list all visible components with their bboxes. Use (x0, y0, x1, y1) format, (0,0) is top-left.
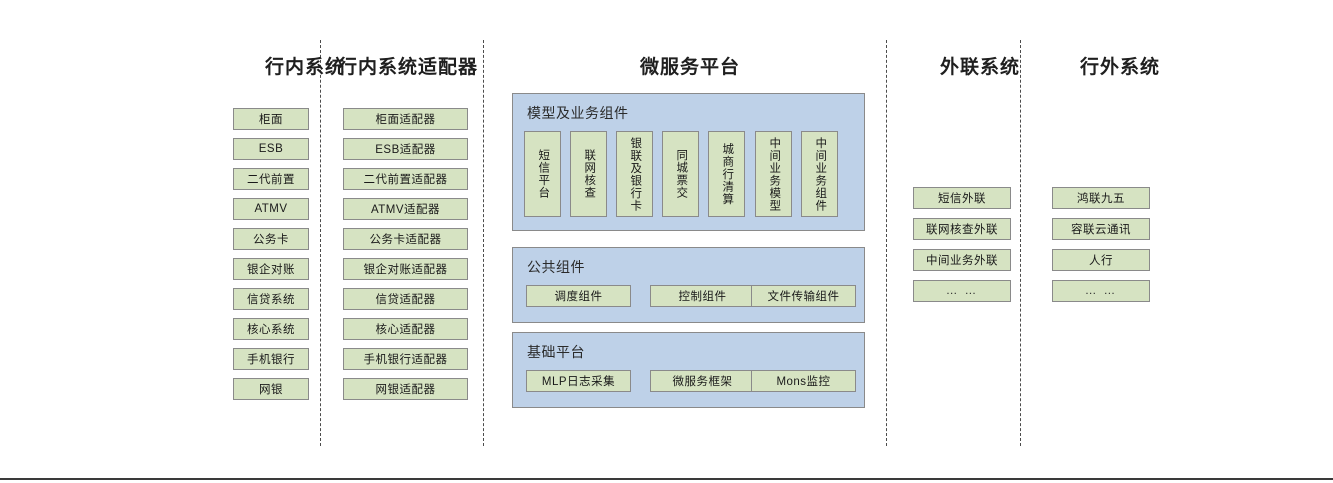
node-external-liaison-3[interactable]: 中间业务外联 (913, 249, 1011, 271)
node-label: 中间业务模型 (768, 136, 781, 212)
bottom-rule (0, 478, 1333, 480)
node-external-liaison-1[interactable]: 短信外联 (913, 187, 1011, 209)
node-bank-internal-adapter-1[interactable]: 柜面适配器 (343, 108, 468, 130)
node-label: 中间业务组件 (814, 136, 827, 212)
node-outside-bank-4[interactable]: … … (1052, 280, 1150, 302)
node-bank-internal-8[interactable]: 核心系统 (233, 318, 309, 340)
node-model-business-components-6[interactable]: 中间业务模型 (755, 131, 792, 217)
node-base-platform-3[interactable]: Mons监控 (751, 370, 856, 392)
node-bank-internal-1[interactable]: 柜面 (233, 108, 309, 130)
node-outside-bank-2[interactable]: 容联云通讯 (1052, 218, 1150, 240)
node-base-platform-1[interactable]: MLP日志采集 (526, 370, 631, 392)
column-title-outside-bank: 行外系统 (1079, 57, 1160, 78)
node-model-business-components-5[interactable]: 城商行清算 (708, 131, 745, 217)
node-bank-internal-adapter-5[interactable]: 公务卡适配器 (343, 228, 468, 250)
node-bank-internal-adapter-6[interactable]: 银企对账适配器 (343, 258, 468, 280)
node-base-platform-2[interactable]: 微服务框架 (650, 370, 755, 392)
panel-title-public-components: 公共组件 (527, 259, 585, 275)
panel-title-base-platform: 基础平台 (527, 344, 585, 360)
node-bank-internal-adapter-4[interactable]: ATMV适配器 (343, 198, 468, 220)
column-divider-3 (886, 40, 887, 446)
node-model-business-components-4[interactable]: 同城票交 (662, 131, 699, 217)
node-bank-internal-9[interactable]: 手机银行 (233, 348, 309, 370)
node-bank-internal-5[interactable]: 公务卡 (233, 228, 309, 250)
node-label: 城商行清算 (721, 142, 734, 206)
node-label: 银联及银行卡 (629, 136, 642, 212)
node-label: 短信平台 (537, 149, 550, 199)
node-external-liaison-4[interactable]: … … (913, 280, 1011, 302)
column-title-microservice: 微服务平台 (639, 57, 740, 78)
node-bank-internal-10[interactable]: 网银 (233, 378, 309, 400)
panel-title-model-business-components: 模型及业务组件 (527, 105, 629, 121)
node-outside-bank-3[interactable]: 人行 (1052, 249, 1150, 271)
node-bank-internal-2[interactable]: ESB (233, 138, 309, 160)
node-bank-internal-adapter-7[interactable]: 信贷适配器 (343, 288, 468, 310)
column-title-bank-internal-adapter: 行内系统适配器 (337, 57, 478, 78)
node-bank-internal-adapter-3[interactable]: 二代前置适配器 (343, 168, 468, 190)
node-bank-internal-6[interactable]: 银企对账 (233, 258, 309, 280)
node-model-business-components-7[interactable]: 中间业务组件 (801, 131, 838, 217)
column-title-bank-internal: 行内系统 (264, 57, 345, 78)
column-divider-4 (1020, 40, 1021, 446)
node-bank-internal-adapter-2[interactable]: ESB适配器 (343, 138, 468, 160)
column-divider-2 (483, 40, 484, 446)
node-model-business-components-1[interactable]: 短信平台 (524, 131, 561, 217)
node-public-components-3[interactable]: 文件传输组件 (751, 285, 856, 307)
node-bank-internal-adapter-10[interactable]: 网银适配器 (343, 378, 468, 400)
node-model-business-components-2[interactable]: 联网核查 (570, 131, 607, 217)
node-public-components-1[interactable]: 调度组件 (526, 285, 631, 307)
node-public-components-2[interactable]: 控制组件 (650, 285, 755, 307)
column-title-external-liaison: 外联系统 (939, 57, 1020, 78)
node-model-business-components-3[interactable]: 银联及银行卡 (616, 131, 653, 217)
node-bank-internal-adapter-8[interactable]: 核心适配器 (343, 318, 468, 340)
node-bank-internal-4[interactable]: ATMV (233, 198, 309, 220)
node-label: 同城票交 (675, 149, 688, 199)
node-external-liaison-2[interactable]: 联网核查外联 (913, 218, 1011, 240)
column-divider-1 (320, 40, 321, 446)
node-label: 联网核查 (583, 149, 596, 199)
node-outside-bank-1[interactable]: 鸿联九五 (1052, 187, 1150, 209)
node-bank-internal-7[interactable]: 信贷系统 (233, 288, 309, 310)
node-bank-internal-adapter-9[interactable]: 手机银行适配器 (343, 348, 468, 370)
node-bank-internal-3[interactable]: 二代前置 (233, 168, 309, 190)
